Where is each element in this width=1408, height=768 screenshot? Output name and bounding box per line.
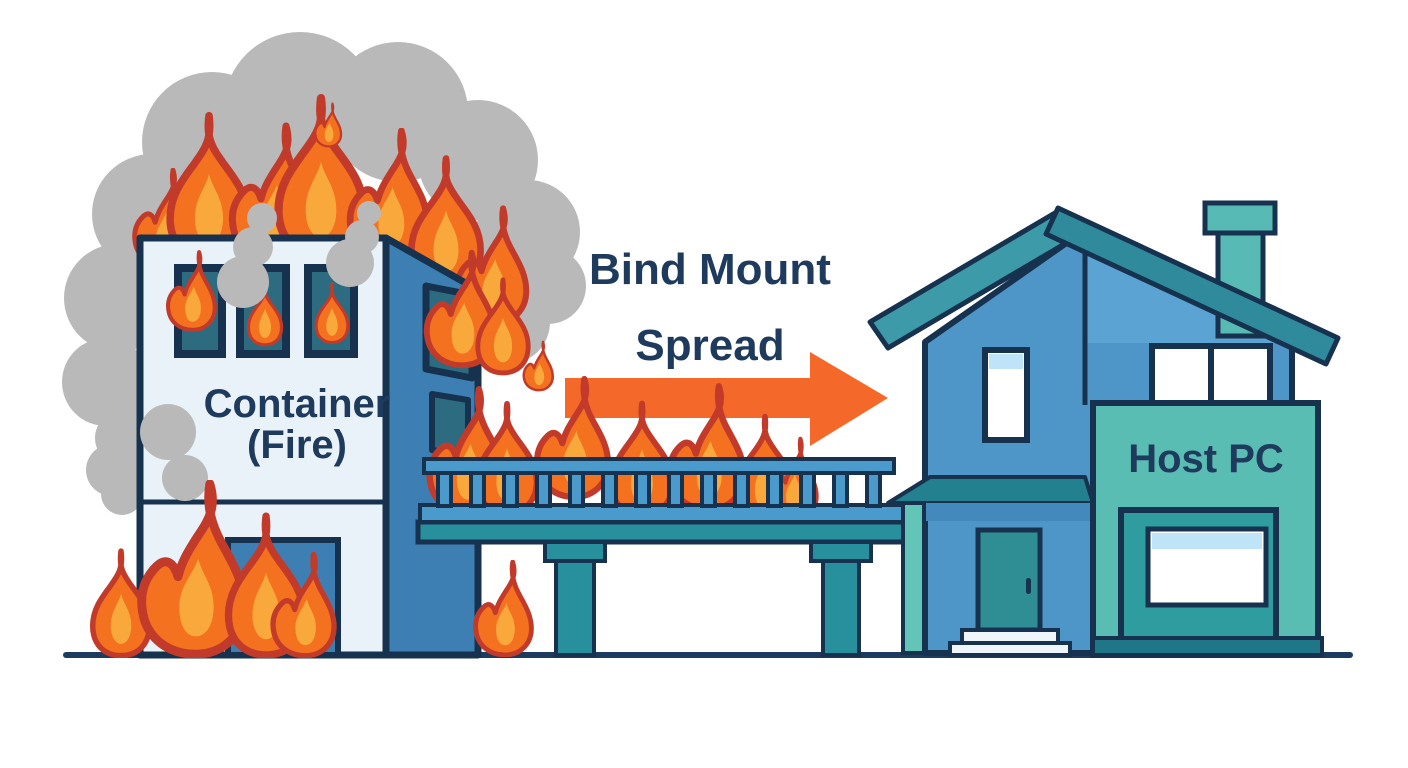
porch-column — [901, 501, 926, 655]
bridge-pillar-right — [821, 559, 861, 657]
arrow-label-line1: Bind Mount — [589, 245, 831, 294]
bridge-pillar-cap-right — [809, 540, 873, 563]
door-step-lower — [948, 641, 1072, 657]
smoke-wisps — [140, 201, 381, 501]
spread-arrow — [565, 352, 888, 446]
container-label-line1: Container — [204, 382, 391, 426]
bridge-balusters — [436, 470, 882, 508]
house-window-double — [1149, 343, 1273, 406]
awning-shadow-band — [925, 503, 1093, 521]
bind-mount-bridge — [415, 457, 909, 657]
arrow-label-line2: Spread — [635, 321, 784, 370]
bridge-pillar-cap-left — [543, 540, 607, 563]
bridge-deck — [415, 519, 909, 545]
bridge-pillar-left — [554, 559, 596, 657]
annex-base-strip — [1091, 636, 1324, 657]
door-handle — [1026, 578, 1031, 594]
host-house — [867, 200, 1341, 658]
house-window-narrow — [982, 347, 1030, 443]
chimney-cap — [1202, 200, 1278, 236]
bridge-top-rail — [422, 457, 896, 475]
annex-window — [1145, 526, 1269, 608]
roof-right-slope — [1043, 205, 1341, 367]
container-label-line2: (Fire) — [247, 423, 347, 467]
host-label: Host PC — [1128, 437, 1284, 481]
